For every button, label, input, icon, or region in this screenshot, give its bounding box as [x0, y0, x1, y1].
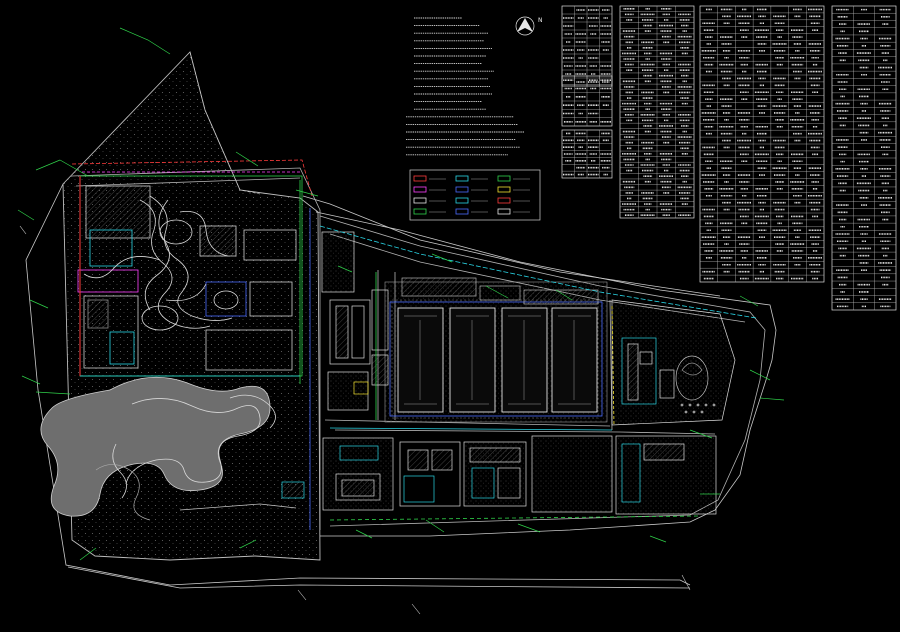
- legend-item: [497, 208, 530, 215]
- tank-1[interactable]: [397, 307, 444, 413]
- legend-item: [497, 197, 530, 204]
- legend-swatch: [497, 175, 511, 182]
- leader-callouts: [17, 27, 785, 561]
- legend-swatch: [497, 208, 511, 215]
- schedule-tables: [561, 5, 897, 311]
- east-buildings: [611, 299, 736, 426]
- legend-swatch: [497, 197, 511, 204]
- pipelines: [71, 159, 757, 530]
- table-e[interactable]: [699, 5, 825, 283]
- legend-item: [497, 175, 530, 182]
- table-a[interactable]: [561, 5, 613, 87]
- legend-item: [497, 186, 530, 193]
- legend-item: [413, 186, 446, 193]
- table-c[interactable]: [561, 129, 613, 179]
- legend-item: [413, 197, 446, 204]
- nw-building-complex: [77, 175, 303, 377]
- landscape-paths: [83, 195, 239, 331]
- south-buildings: [322, 435, 717, 515]
- legend-swatch: [413, 186, 427, 193]
- tank-3[interactable]: [501, 307, 548, 413]
- north-process-strip: [401, 277, 599, 305]
- legend-item: [455, 186, 488, 193]
- legend-swatch: [455, 175, 469, 182]
- legend-swatch: [455, 197, 469, 204]
- tank-2[interactable]: [449, 307, 496, 413]
- legend-swatch: [455, 208, 469, 215]
- tank-4[interactable]: [551, 307, 598, 413]
- legend-item: [413, 175, 446, 182]
- legend-swatch: [413, 175, 427, 182]
- site-boundary: [25, 183, 777, 589]
- general-notes: [406, 17, 524, 156]
- table-f[interactable]: [831, 5, 897, 311]
- process-tanks: [389, 301, 603, 417]
- dimension-ticks: [19, 225, 691, 615]
- legend-item: [455, 197, 488, 204]
- north-arrow: N: [515, 16, 543, 36]
- legend-item: [455, 175, 488, 182]
- legend-item: [455, 208, 488, 215]
- legend-item: [413, 208, 446, 215]
- legend-swatch: [413, 197, 427, 204]
- table-d[interactable]: [619, 5, 695, 219]
- north-label: N: [538, 17, 543, 24]
- pretreatment-area: [321, 231, 389, 411]
- table-b[interactable]: [561, 75, 613, 127]
- sw-landscape-island: [40, 376, 305, 521]
- legend-swatch: [497, 186, 511, 193]
- legend-swatch: [413, 208, 427, 215]
- legend: [409, 169, 541, 221]
- legend-swatch: [455, 186, 469, 193]
